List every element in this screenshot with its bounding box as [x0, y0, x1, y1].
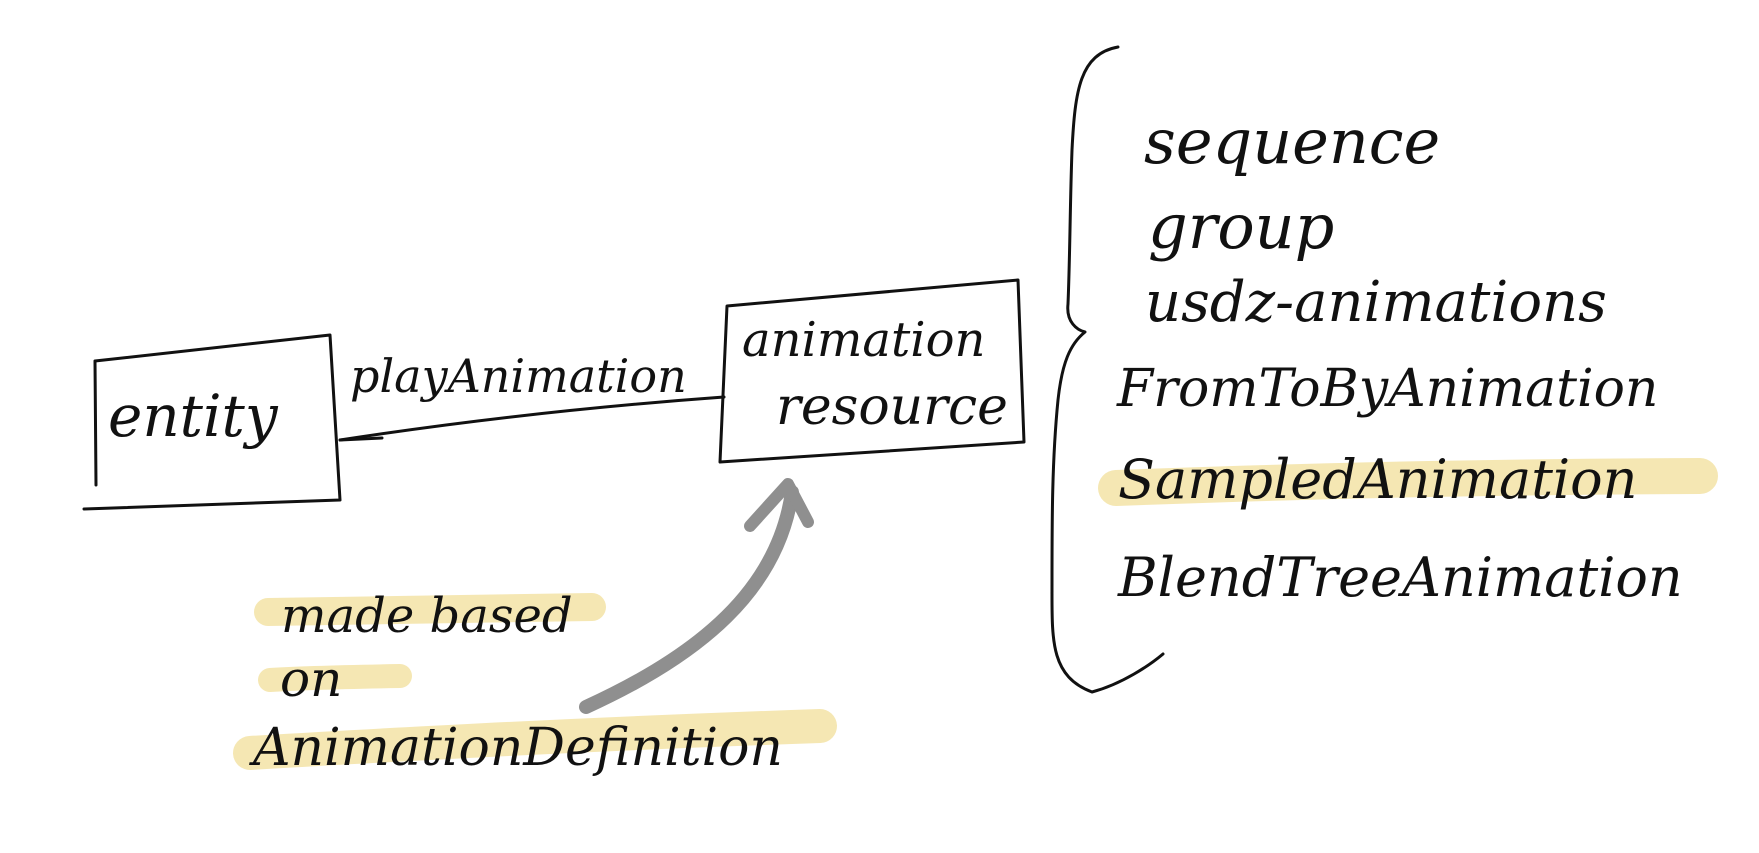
animation-resource-box [718, 278, 1026, 464]
animation-label: animation [742, 312, 985, 368]
resource-label: resource [776, 377, 1008, 437]
note-highlight [233, 593, 837, 770]
entity-label: entity [108, 382, 279, 450]
upward-arrow [579, 478, 814, 714]
type-item-usdz-animations: usdz-animations [1145, 270, 1607, 335]
type-item-blendtreeanimation: BlendTreeAnimation [1117, 546, 1683, 609]
brace [1050, 45, 1165, 694]
sampledanimation-highlight [1098, 458, 1718, 506]
note-line-1: made based [281, 588, 573, 644]
note-line-3: AnimationDefinition [249, 718, 783, 778]
type-item-fromtobyanimation: FromToByAnimation [1116, 359, 1658, 419]
play-animation-arrow-tip [338, 436, 384, 442]
type-item-sequence: sequence [1144, 105, 1440, 178]
play-animation-label: playAnimation [350, 349, 687, 403]
type-item-group: group [1148, 190, 1334, 263]
type-item-sampledanimation: SampledAnimation [1118, 448, 1637, 511]
entity-box [82, 333, 342, 511]
note-line-2: on [280, 650, 342, 708]
play-animation-line [338, 395, 726, 442]
